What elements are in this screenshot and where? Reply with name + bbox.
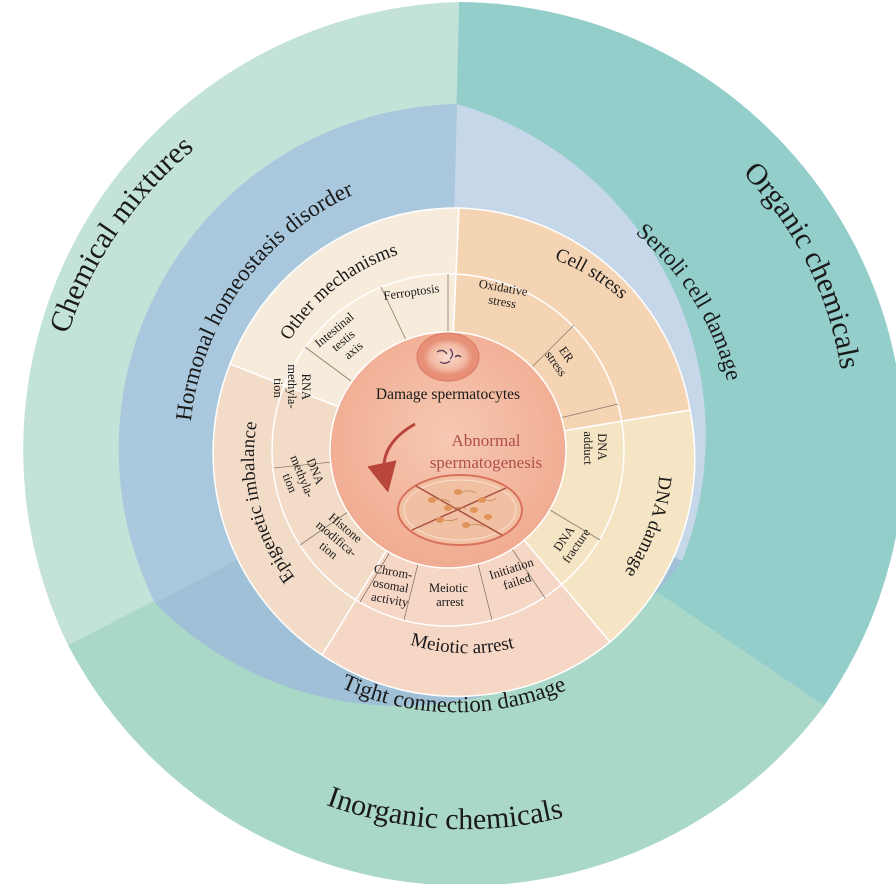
label-rna-methylation: RNA methyla- tion — [271, 364, 313, 412]
label-meiotic-arrest-small: Meiotic arrest — [429, 581, 471, 609]
spermatocyte-cell-icon — [416, 332, 480, 382]
center-core: Damage spermatocytes Abnormal spermatoge… — [329, 331, 567, 569]
spermatozoa-oval-icon — [397, 474, 523, 546]
fourth-ring — [271, 273, 625, 627]
center-abnormal-line2: spermatogenesis — [430, 453, 542, 472]
label-chromosomal-activity: Chrom- osomal activity — [368, 562, 417, 611]
center-abnormal-line1: Abnormal — [452, 431, 521, 450]
curved-arrow-icon — [367, 422, 416, 493]
ring3-sector-meiotic — [320, 448, 612, 698]
label-dna-adduct: DNA adduct — [581, 431, 609, 465]
label-oxidative-stress: Oxidative stress — [475, 277, 531, 314]
center-damage-label: Damage spermatocytes — [376, 386, 520, 403]
